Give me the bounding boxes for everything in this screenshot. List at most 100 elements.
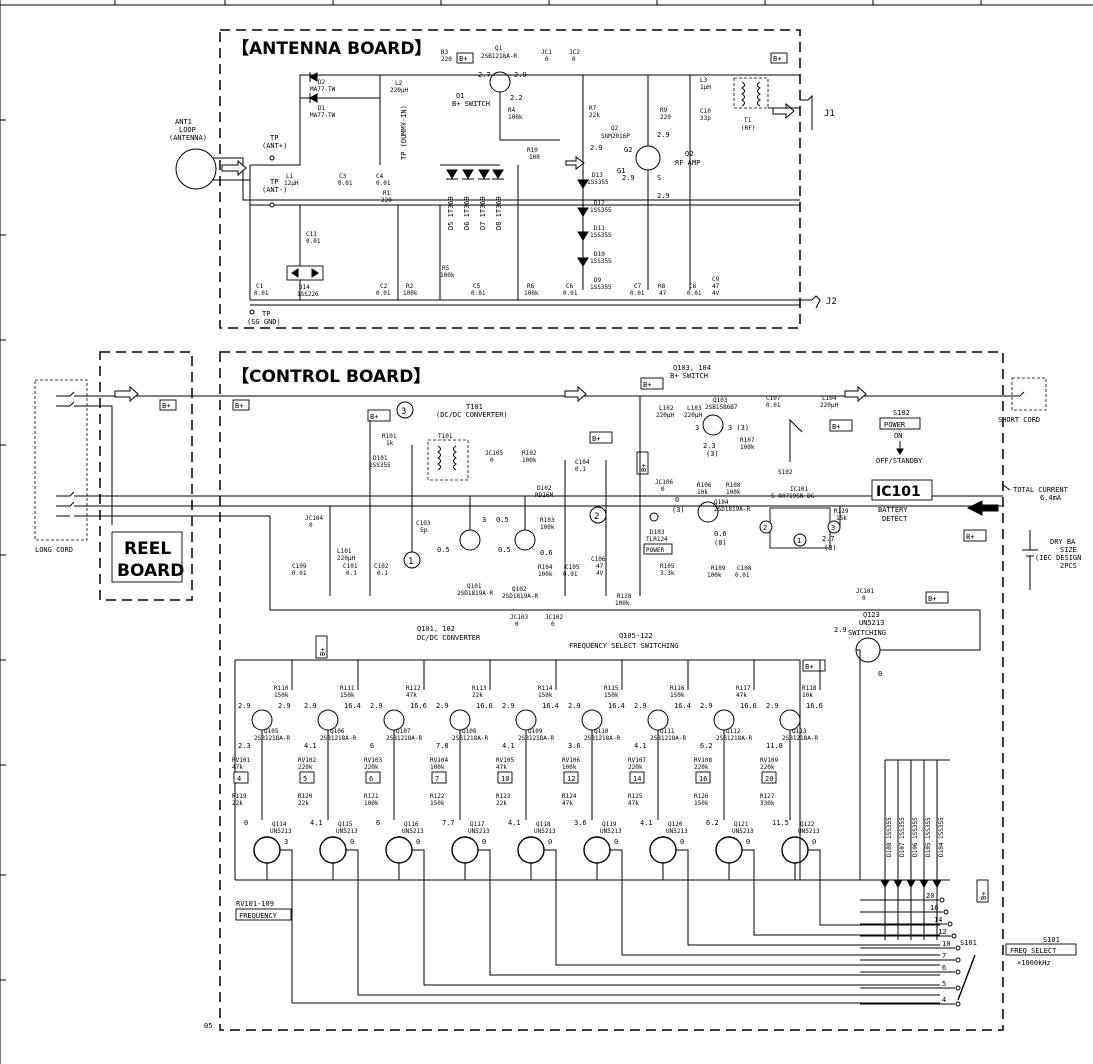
stage-rtop-val: 150k (670, 692, 685, 699)
q2-volt-s: 2.9 (657, 192, 670, 200)
jc105-ref: JC105 (485, 450, 503, 457)
stage-q-ref: Q113 (792, 728, 807, 735)
d9-val: 1SS355 (590, 284, 612, 291)
s101-position-label: 6 (942, 964, 946, 972)
s101-wiper (957, 954, 976, 1001)
j1-label: J1 (824, 109, 835, 119)
stage-q-ref: Q110 (594, 728, 609, 735)
stage-qb-part: UN5213 (798, 828, 820, 835)
ic101-pin2: 2 (763, 524, 767, 532)
stage-q-ref: Q111 (660, 728, 675, 735)
stage-npn-transistor-symbol (583, 836, 611, 864)
stage-volt-2: 4.1 (634, 742, 647, 750)
battery-3: (IEC DESIGN (1035, 554, 1081, 562)
jc102-val: 0 (551, 621, 555, 628)
antenna-board-title: 【ANTENNA BOARD】 (232, 38, 431, 59)
stage-pnp-transistor-symbol (251, 709, 273, 731)
r106-val: 10k (697, 489, 708, 496)
q1-desc-2: B+ SWITCH (452, 100, 490, 108)
stage-rbot-ref: R127 (760, 793, 775, 800)
q101-part: 2SD1819A-R (457, 590, 494, 597)
stage-pnp-transistor-symbol (383, 709, 405, 731)
s101-contact (955, 957, 961, 963)
stage-volt-b: 16.6 (740, 702, 757, 710)
stage-rbot-val: 22k (496, 800, 507, 807)
stage-rtop-val: 150k (274, 692, 289, 699)
c3-val: 0.01 (338, 180, 353, 187)
battery-bplus: B+ (966, 533, 974, 541)
jc101-val: 0 (862, 595, 866, 602)
r108-ref: R108 (726, 482, 741, 489)
r10-ref: R10 (527, 147, 538, 154)
stage-volt-b1: 7.7 (442, 819, 455, 827)
stage-volt-b2: 0 (548, 838, 552, 846)
reel-board-box (111, 531, 183, 583)
reel-board-label-1: REEL (124, 539, 171, 559)
stage-rv-val: 100k (430, 764, 445, 771)
s101-position-label: 5 (942, 980, 946, 988)
stage-q-part: 2SB1218A-R (320, 735, 357, 742)
stage-pnp-transistor-symbol (581, 709, 603, 731)
battery-4: 2PCS (1060, 562, 1077, 570)
stage-rv-val: 100k (562, 764, 577, 771)
jc105-val: 0 (490, 457, 494, 464)
stage-rv-ref: RV102 (298, 757, 316, 764)
stage-rtop-val: 10k (802, 692, 813, 699)
stage-volt-2: 6.2 (700, 742, 713, 750)
stage-qb-part: UN5213 (402, 828, 424, 835)
c6-val: 0.01 (563, 290, 578, 297)
ic101-v2: (3) (824, 544, 837, 552)
s101-position-label: 12 (938, 928, 946, 936)
d13-ref: D13 (592, 172, 603, 179)
q104-ref: Q104 (714, 499, 729, 506)
r103-val: 100k (540, 524, 555, 531)
s101-contact (943, 909, 949, 915)
jc106-v2: (3) (672, 506, 685, 514)
q101-ref: Q101 (467, 583, 482, 590)
d2-ref: D2 (318, 79, 326, 86)
q103-transistor-symbol (702, 414, 724, 436)
q104-v2: (0) (714, 539, 727, 547)
l104-ref: L104 (822, 395, 837, 402)
r9-ref: R9 (660, 107, 668, 114)
stage-rbot-val: 100k (364, 800, 379, 807)
tp-sg-2: (SG GND) (247, 318, 281, 326)
ic101-symbol (769, 507, 831, 549)
stage-npn-transistor-symbol (649, 836, 677, 864)
stage-volt-b2: 0 (350, 838, 354, 846)
stage-rv-val: 220k (298, 764, 313, 771)
stage-qb-part: UN5213 (270, 828, 292, 835)
s102-power: POWER (884, 421, 906, 429)
stage-number-box (563, 771, 579, 784)
stage-pnp-transistor-symbol (713, 709, 735, 731)
q101-102-ref: Q101, 102 (417, 625, 455, 633)
stage-q-part: 2SB1218A-R (716, 735, 753, 742)
stage-qb-part: UN5213 (534, 828, 556, 835)
stage-volt-b1: 6 (376, 819, 380, 827)
stage-volt-b1: 4.1 (508, 819, 521, 827)
ic101-ref: IC101 (790, 486, 808, 493)
t101-ref: T101 (466, 403, 483, 411)
antenna-bplus-badge: B+ (459, 55, 467, 63)
d10-val: 1SS355 (590, 258, 612, 265)
c9-val: 47 (712, 283, 720, 290)
stage-volt-b: 16.6 (410, 702, 427, 710)
s101-contact (939, 897, 945, 903)
signal-arrow-icon (114, 385, 139, 403)
t101-desc: (DC/DC CONVERTER) (436, 411, 508, 419)
l2-ref: L2 (395, 80, 403, 87)
c105-val: 0.01 (563, 571, 578, 578)
signal-arrow-icon (564, 385, 587, 403)
stage-volt-b2: 0 (680, 838, 684, 846)
stage-pnp-transistor-symbol (779, 709, 801, 731)
stage-q-part: 2SB1218A-R (650, 735, 687, 742)
stage-number-box (365, 771, 381, 784)
stage-rv-ref: RV106 (562, 757, 580, 764)
bplus-badge-reel: B+ (162, 402, 170, 410)
l102-ref: L102 (659, 405, 674, 412)
q102-transistor-symbol (514, 529, 536, 551)
